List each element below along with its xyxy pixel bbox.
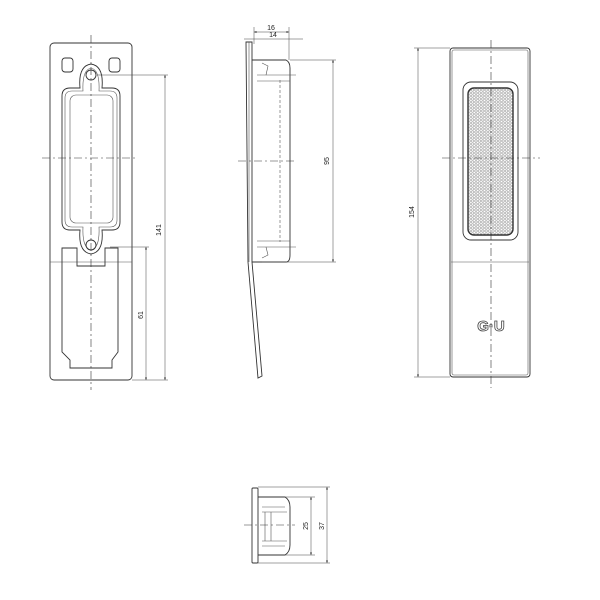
bottom-body xyxy=(258,496,291,556)
back-view: G·U 154 xyxy=(409,40,540,388)
gu-logo: G·U xyxy=(477,318,505,335)
dim-label-61: 61 xyxy=(138,311,145,319)
dim-label-141: 141 xyxy=(156,224,163,236)
bottom-view: 25 37 xyxy=(244,486,330,564)
back-plate-outline xyxy=(449,47,531,378)
dim-label-95: 95 xyxy=(324,157,331,165)
side-plate xyxy=(245,41,263,379)
dim-label-37: 37 xyxy=(319,522,326,530)
slot-right xyxy=(108,57,121,73)
side-view: 16 14 95 xyxy=(238,25,336,379)
dim-label-14: 14 xyxy=(269,32,277,39)
lower-plate-outline xyxy=(61,247,119,369)
front-view: 141 61 xyxy=(42,35,168,390)
slot-left xyxy=(61,57,74,73)
side-body xyxy=(252,59,291,263)
bottom-plate xyxy=(251,487,259,564)
reflector-frame xyxy=(462,81,519,241)
reflector-hex-mesh xyxy=(467,87,514,236)
recess-outline xyxy=(61,63,121,255)
dim-label-25: 25 xyxy=(303,522,310,530)
dim-label-154: 154 xyxy=(409,206,416,218)
dim-label-16: 16 xyxy=(267,25,275,32)
recess-floor xyxy=(69,94,114,224)
recess-inner xyxy=(64,67,118,251)
